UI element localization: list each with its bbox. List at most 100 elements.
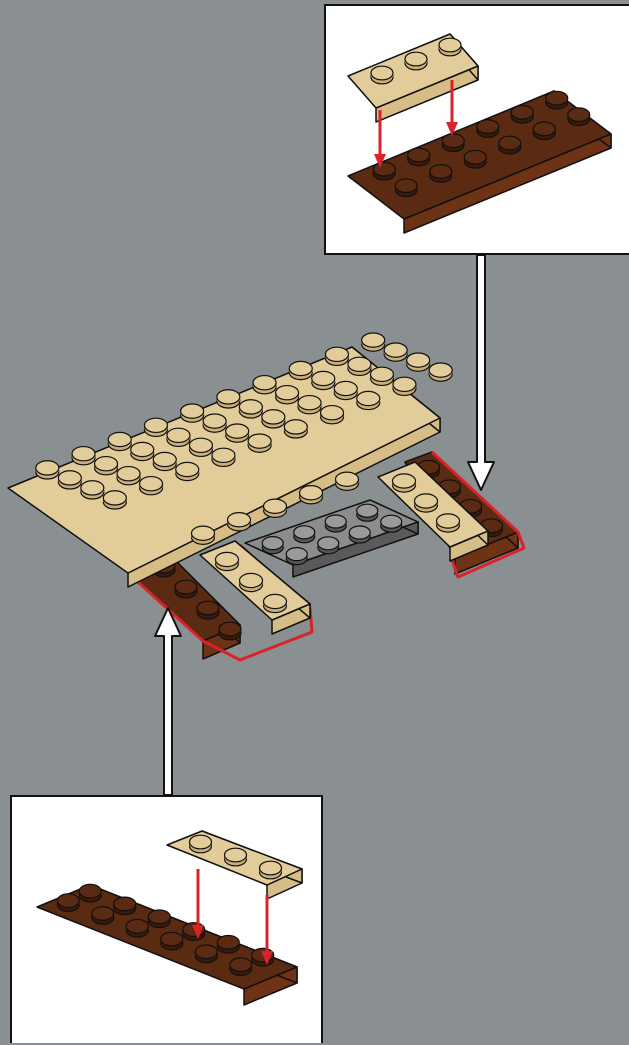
stud — [58, 471, 81, 485]
stud — [264, 499, 287, 513]
stud — [312, 371, 335, 385]
stud — [203, 414, 226, 428]
callout-bottom-arrow — [155, 608, 181, 795]
stud — [393, 474, 416, 488]
stud — [318, 537, 339, 550]
stud — [108, 432, 131, 446]
stud — [144, 418, 167, 432]
callout-top — [324, 4, 629, 255]
stud — [442, 134, 464, 148]
stud — [373, 162, 395, 176]
stud — [57, 894, 79, 908]
stud — [336, 472, 359, 486]
stud — [284, 420, 307, 434]
stud — [181, 404, 204, 418]
stud — [192, 526, 215, 540]
stud — [437, 514, 460, 528]
stud — [276, 386, 299, 400]
stud — [72, 447, 95, 461]
stud — [262, 537, 283, 550]
stud — [190, 835, 212, 849]
stud — [167, 428, 190, 442]
stud — [226, 424, 249, 438]
stud — [349, 526, 370, 539]
stud — [248, 434, 271, 448]
stud — [228, 513, 251, 527]
stud — [126, 919, 148, 933]
stud — [370, 367, 393, 381]
stud — [430, 165, 452, 179]
stud — [546, 91, 568, 105]
stud — [230, 958, 252, 972]
stud — [371, 66, 393, 80]
stud — [131, 442, 154, 456]
stud — [217, 936, 239, 950]
callout-bottom — [10, 795, 323, 1043]
stud — [260, 861, 282, 875]
stud — [225, 848, 247, 862]
stud — [477, 120, 499, 134]
stud — [148, 910, 170, 924]
up-arrow-icon — [155, 608, 181, 795]
callout-top-arrow — [468, 255, 494, 490]
stud — [36, 461, 59, 475]
stud — [300, 486, 323, 500]
stud — [533, 122, 555, 136]
stud — [103, 491, 126, 505]
stud — [415, 494, 438, 508]
stud — [405, 52, 427, 66]
stud — [357, 504, 378, 517]
stud — [395, 179, 417, 193]
stud — [175, 580, 197, 594]
stud — [153, 452, 176, 466]
stud — [408, 148, 430, 162]
stud — [95, 457, 118, 471]
stud — [348, 357, 371, 371]
stud — [439, 38, 461, 52]
stud — [286, 548, 307, 561]
stud — [289, 361, 312, 375]
stud — [321, 406, 344, 420]
stud — [334, 381, 357, 395]
stud — [325, 515, 346, 528]
stud — [253, 376, 276, 390]
stud — [79, 884, 101, 898]
stud — [114, 897, 136, 911]
stud — [357, 391, 380, 405]
down-arrow-icon — [468, 255, 494, 490]
stud — [140, 477, 163, 491]
callout-top-drawing — [326, 6, 629, 257]
stud — [298, 396, 321, 410]
stud — [294, 526, 315, 539]
stud — [217, 390, 240, 404]
stud — [212, 448, 235, 462]
stud — [264, 594, 287, 608]
stud — [197, 601, 219, 615]
stud — [161, 932, 183, 946]
placement-arrow-icon — [261, 895, 273, 965]
stud — [117, 467, 140, 481]
stud — [239, 400, 262, 414]
stud — [240, 573, 263, 587]
stud — [362, 333, 385, 347]
stud — [381, 515, 402, 528]
stud — [219, 622, 241, 636]
stud — [393, 377, 416, 391]
stud — [81, 481, 104, 495]
stud — [568, 108, 590, 122]
stud — [195, 945, 217, 959]
stud — [464, 150, 486, 164]
stud — [176, 462, 199, 476]
stud — [325, 347, 348, 361]
stud — [511, 106, 533, 120]
stud — [429, 363, 452, 377]
callout-bottom-drawing — [12, 797, 325, 1045]
stud — [384, 343, 407, 357]
stud — [216, 552, 239, 566]
placement-arrow-icon — [192, 869, 204, 939]
stud — [499, 136, 521, 150]
stud — [92, 907, 114, 921]
stud — [407, 353, 430, 367]
stud — [189, 438, 212, 452]
